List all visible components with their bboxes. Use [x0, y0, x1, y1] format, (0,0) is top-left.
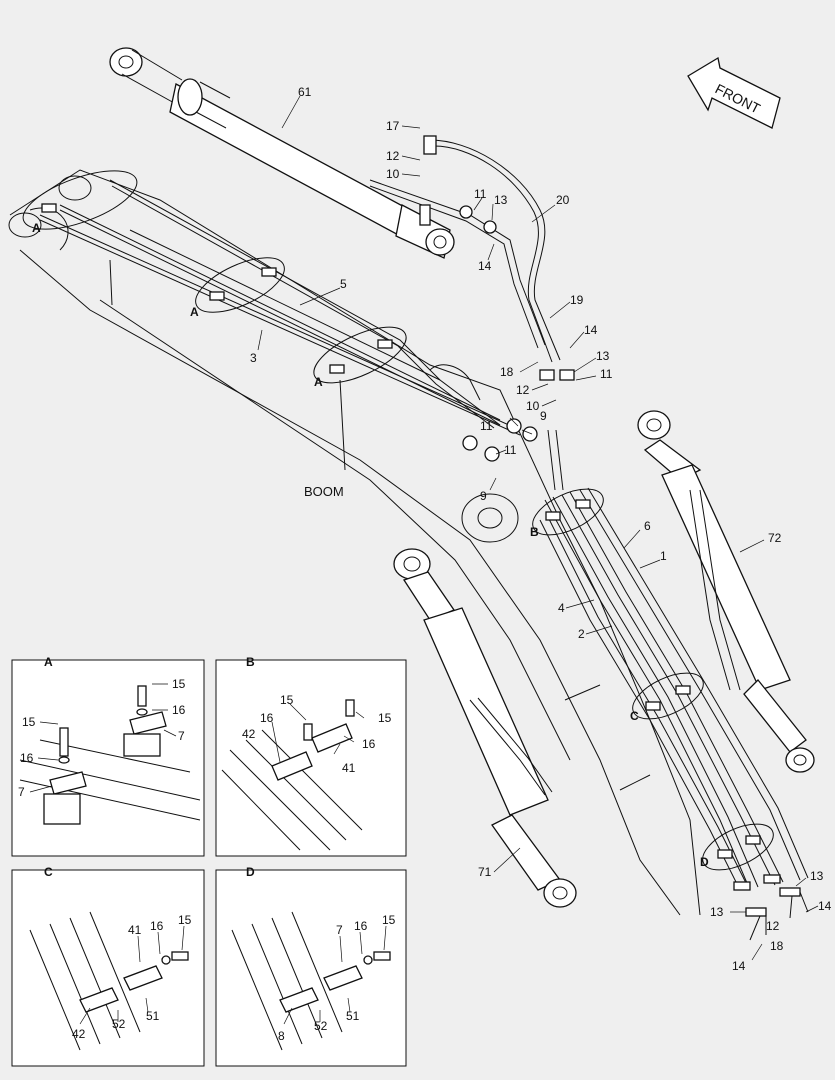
inset-d-52: 52	[314, 1019, 328, 1033]
inset-a-title: A	[44, 655, 53, 669]
label-13d: 13	[710, 905, 724, 919]
label-14d: 14	[732, 959, 746, 973]
label-11d: 11	[504, 443, 517, 457]
label-19: 19	[570, 293, 584, 307]
label-18a: 18	[500, 365, 514, 379]
cylinder-72	[637, 410, 815, 773]
inset-b: B 15 15 16 16 42 41	[215, 655, 407, 857]
inset-d-7: 7	[336, 923, 343, 937]
label-61: 61	[298, 85, 312, 99]
callout-a3: A	[314, 375, 323, 389]
label-11c: 11	[480, 419, 493, 433]
inset-c-title: C	[44, 865, 53, 879]
inset-a-15a: 15	[172, 677, 186, 691]
inset-b-15a: 15	[280, 693, 294, 707]
label-5: 5	[340, 277, 347, 291]
inset-b-16b: 16	[362, 737, 376, 751]
boom-label: BOOM	[304, 484, 344, 499]
inset-a-7b: 7	[18, 785, 25, 799]
inset-b-title: B	[246, 655, 255, 669]
label-14c: 14	[818, 899, 832, 913]
inset-c-16: 16	[150, 919, 164, 933]
label-17: 17	[386, 119, 400, 133]
label-14b: 14	[584, 323, 598, 337]
inset-c-41: 41	[128, 923, 142, 937]
inset-a-16a: 16	[172, 703, 186, 717]
label-11a: 11	[474, 187, 487, 201]
inset-d-16: 16	[354, 919, 368, 933]
label-13c: 13	[810, 869, 824, 883]
inset-d-title: D	[246, 865, 255, 879]
inset-d-51: 51	[346, 1009, 360, 1023]
label-12c: 12	[766, 919, 780, 933]
clamp-group-a	[22, 170, 407, 384]
label-6: 6	[644, 519, 651, 533]
inset-b-15b: 15	[378, 711, 392, 725]
inset-c-42: 42	[72, 1027, 86, 1041]
label-71: 71	[478, 865, 492, 879]
inset-b-41: 41	[342, 761, 356, 775]
label-72: 72	[768, 531, 782, 545]
hoses-20-19	[369, 135, 561, 363]
inset-a-15b: 15	[22, 715, 36, 729]
boom-pipes-upper	[39, 179, 521, 436]
label-2: 2	[578, 627, 585, 641]
label-9a: 9	[540, 409, 547, 423]
callout-a2: A	[190, 305, 199, 319]
front-arrow: FRONT	[687, 56, 781, 129]
clamp-groups-bcd	[532, 488, 774, 871]
label-1: 1	[660, 549, 667, 563]
end-fittings	[733, 874, 809, 941]
label-10a: 10	[386, 167, 400, 181]
label-9b: 9	[480, 489, 487, 503]
inset-a-7a: 7	[178, 729, 185, 743]
main-labels: 61 17 12 10 11 13 20 14 5 3 A A A 19 14 …	[32, 85, 832, 973]
inset-c-51: 51	[146, 1009, 160, 1023]
label-12a: 12	[386, 149, 400, 163]
inset-a: A 15 16 7 15 16 7	[11, 655, 205, 857]
leader-lines	[257, 95, 819, 961]
label-13a: 13	[494, 193, 508, 207]
boom-body: BOOM	[8, 169, 701, 916]
inset-a-16b: 16	[20, 751, 34, 765]
inset-d: D 7 16 15 8 52 51	[215, 865, 407, 1067]
inset-b-42: 42	[242, 727, 256, 741]
callout-d: D	[700, 855, 709, 869]
callout-b: B	[530, 525, 539, 539]
boom-cylinder-61	[109, 47, 455, 259]
label-11b: 11	[600, 367, 613, 381]
inset-c-15: 15	[178, 913, 192, 927]
cylinder-71	[393, 548, 577, 908]
inset-c-52: 52	[112, 1017, 126, 1031]
inset-b-16a: 16	[260, 711, 274, 725]
label-18b: 18	[770, 939, 784, 953]
label-13b: 13	[596, 349, 610, 363]
label-10b: 10	[526, 399, 540, 413]
label-12b: 12	[516, 383, 530, 397]
inset-c: C 41 16 15 42 52 51	[11, 865, 205, 1067]
callout-a1: A	[32, 221, 41, 235]
inset-d-8: 8	[278, 1029, 285, 1043]
label-20: 20	[556, 193, 570, 207]
callout-c: C	[630, 709, 639, 723]
inset-d-15: 15	[382, 913, 396, 927]
label-14a: 14	[478, 259, 492, 273]
label-4: 4	[558, 601, 565, 615]
fittings-mid	[459, 205, 575, 462]
label-3: 3	[250, 351, 257, 365]
